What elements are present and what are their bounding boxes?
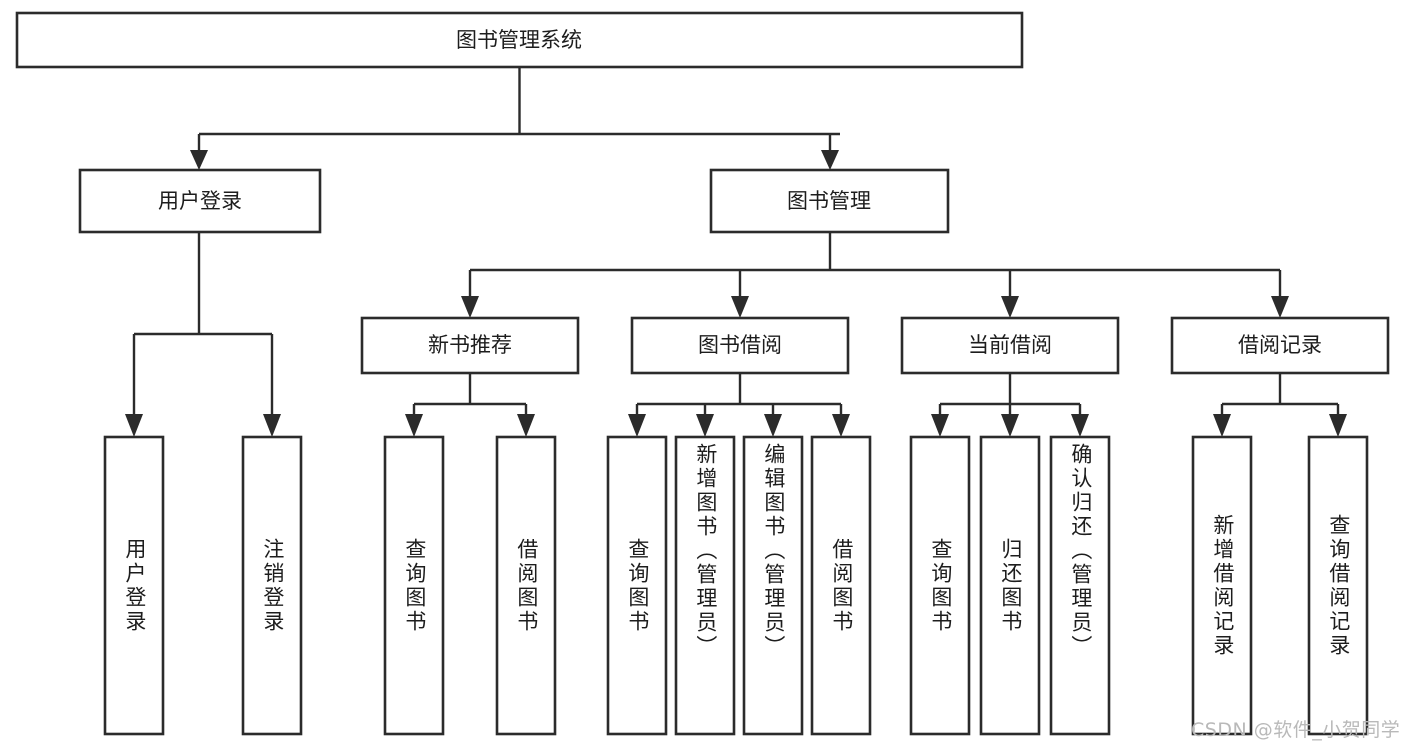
arrow-newbook: [461, 296, 479, 318]
node-current-borrow-box[interactable]: [900, 316, 1120, 375]
arrow-leaf-query-book-3: [931, 414, 949, 437]
leaf-box-borrow-book-2[interactable]: [810, 435, 872, 736]
leaf-box-add-record[interactable]: [1191, 435, 1253, 736]
arrow-leaf-edit-book: [764, 414, 782, 437]
arrow-leaf-add-record: [1213, 414, 1231, 437]
leaf-box-query-record[interactable]: [1307, 435, 1369, 736]
node-label-root: 图书管理系统: [456, 28, 582, 52]
arrow-leaf-borrow-book-2: [832, 414, 850, 437]
arrow-leaf-add-book: [696, 414, 714, 437]
node-user-login-box[interactable]: [78, 168, 322, 234]
arrow-leaf-return-book: [1001, 414, 1019, 437]
leaf-box-borrow-book-1[interactable]: [495, 435, 557, 736]
arrow-leaf-query-book-1: [405, 414, 423, 437]
leaf-box-query-book-3[interactable]: [909, 435, 971, 736]
leaf-box-add-book[interactable]: [674, 435, 736, 736]
arrow-to-book-mgmt: [821, 150, 839, 170]
arrow-current: [1001, 296, 1019, 318]
node-label-book-management: 图书管理: [787, 189, 871, 213]
arrow-leaf-query-record: [1329, 414, 1347, 437]
arrow-leaf-logout: [263, 414, 281, 437]
node-book-borrow-box[interactable]: [630, 316, 850, 375]
leaf-box-user-login[interactable]: [103, 435, 165, 736]
node-label-user-login: 用户登录: [158, 189, 242, 213]
node-label-book-borrow: 图书借阅: [698, 333, 782, 357]
arrow-leaf-borrow-book-1: [517, 414, 535, 437]
leaf-box-query-book-2[interactable]: [606, 435, 668, 736]
node-borrow-record-box[interactable]: [1170, 316, 1390, 375]
node-label-new-book-recommend: 新书推荐: [428, 333, 512, 357]
node-root-box[interactable]: [15, 11, 1024, 69]
leaf-box-edit-book[interactable]: [742, 435, 804, 736]
node-label-borrow-record: 借阅记录: [1238, 333, 1322, 357]
connector-group: [125, 67, 1347, 437]
leaf-box-logout[interactable]: [241, 435, 303, 736]
arrow-borrow: [731, 296, 749, 318]
arrow-leaf-user-login: [125, 414, 143, 437]
node-book-management-box[interactable]: [709, 168, 950, 234]
leaf-box-confirm-return[interactable]: [1049, 435, 1111, 736]
leaf-box-query-book-1[interactable]: [383, 435, 445, 736]
arrow-record: [1271, 296, 1289, 318]
arrow-to-user-login: [190, 150, 208, 170]
leaf-box-return-book[interactable]: [979, 435, 1041, 736]
arrow-leaf-query-book-2: [628, 414, 646, 437]
node-new-book-recommend-box[interactable]: [360, 316, 580, 375]
arrow-leaf-confirm-return: [1071, 414, 1089, 437]
node-label-current-borrow: 当前借阅: [968, 333, 1052, 357]
